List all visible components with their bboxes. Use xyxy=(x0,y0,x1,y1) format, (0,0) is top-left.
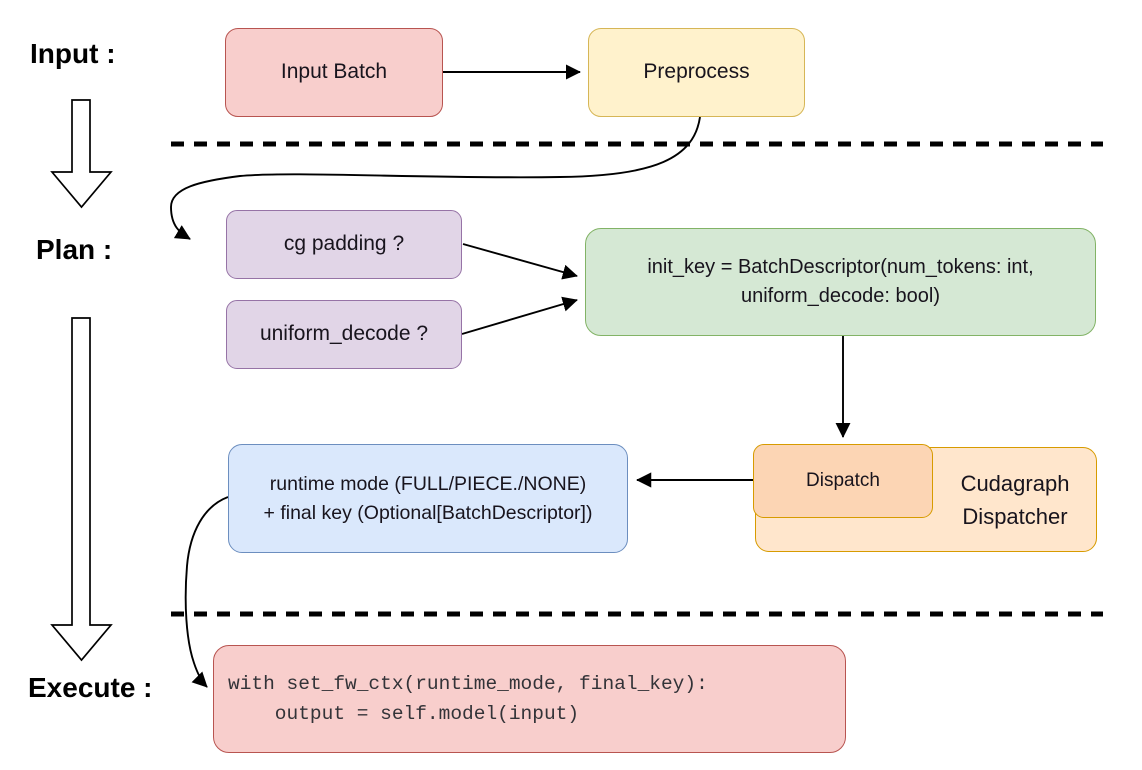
node-dispatch-label: Dispatch xyxy=(806,470,880,492)
node-dispatch: Dispatch xyxy=(753,444,933,518)
execute-code-line2: output = self.model(input) xyxy=(228,703,580,725)
node-cg-padding: cg padding ? xyxy=(226,210,462,279)
node-runtime-mode-result: runtime mode (FULL/PIECE./NONE) + final … xyxy=(228,444,628,553)
arrow-cgpadding-to-initkey xyxy=(462,243,578,280)
node-cudagraph-line2: Dispatcher xyxy=(962,503,1068,529)
node-runtime-line1: runtime mode (FULL/PIECE./NONE) xyxy=(269,473,587,496)
stage-label-execute: Execute : xyxy=(28,672,153,703)
arrow-uniformdecode-to-initkey xyxy=(461,296,578,335)
stage-label-plan: Plan : xyxy=(36,234,113,265)
node-runtime-line2: + final key (Optional[BatchDescriptor]) xyxy=(263,501,593,524)
node-input-batch-label: Input Batch xyxy=(280,60,388,84)
node-cudagraph-dispatcher-label: Cudagraph Dispatcher xyxy=(936,448,1094,551)
node-uniform-decode-label: uniform_decode ? xyxy=(259,322,429,346)
stage-label-input: Input : xyxy=(30,38,116,69)
node-cudagraph-line1: Cudagraph xyxy=(960,470,1070,496)
node-uniform-decode: uniform_decode ? xyxy=(226,300,462,369)
node-init-key-line1: init_key = BatchDescriptor(num_tokens: i… xyxy=(647,256,1034,278)
node-cg-padding-label: cg padding ? xyxy=(283,232,405,256)
node-input-batch: Input Batch xyxy=(225,28,443,117)
node-preprocess: Preprocess xyxy=(588,28,805,117)
arrow-runtime-to-executecode xyxy=(184,496,229,688)
node-init-key: init_key = BatchDescriptor(num_tokens: i… xyxy=(585,228,1096,336)
execute-code-line1: with set_fw_ctx(runtime_mode, final_key)… xyxy=(228,672,708,695)
node-execute-code: with set_fw_ctx(runtime_mode, final_key)… xyxy=(213,645,846,753)
node-preprocess-label: Preprocess xyxy=(643,60,750,84)
node-init-key-line2: uniform_decode: bool) xyxy=(740,285,940,307)
down-arrow-icon-plan-to-execute xyxy=(50,317,113,662)
arrow-preprocess-to-cgpadding xyxy=(170,116,701,240)
down-arrow-icon-input-to-plan xyxy=(50,99,113,209)
